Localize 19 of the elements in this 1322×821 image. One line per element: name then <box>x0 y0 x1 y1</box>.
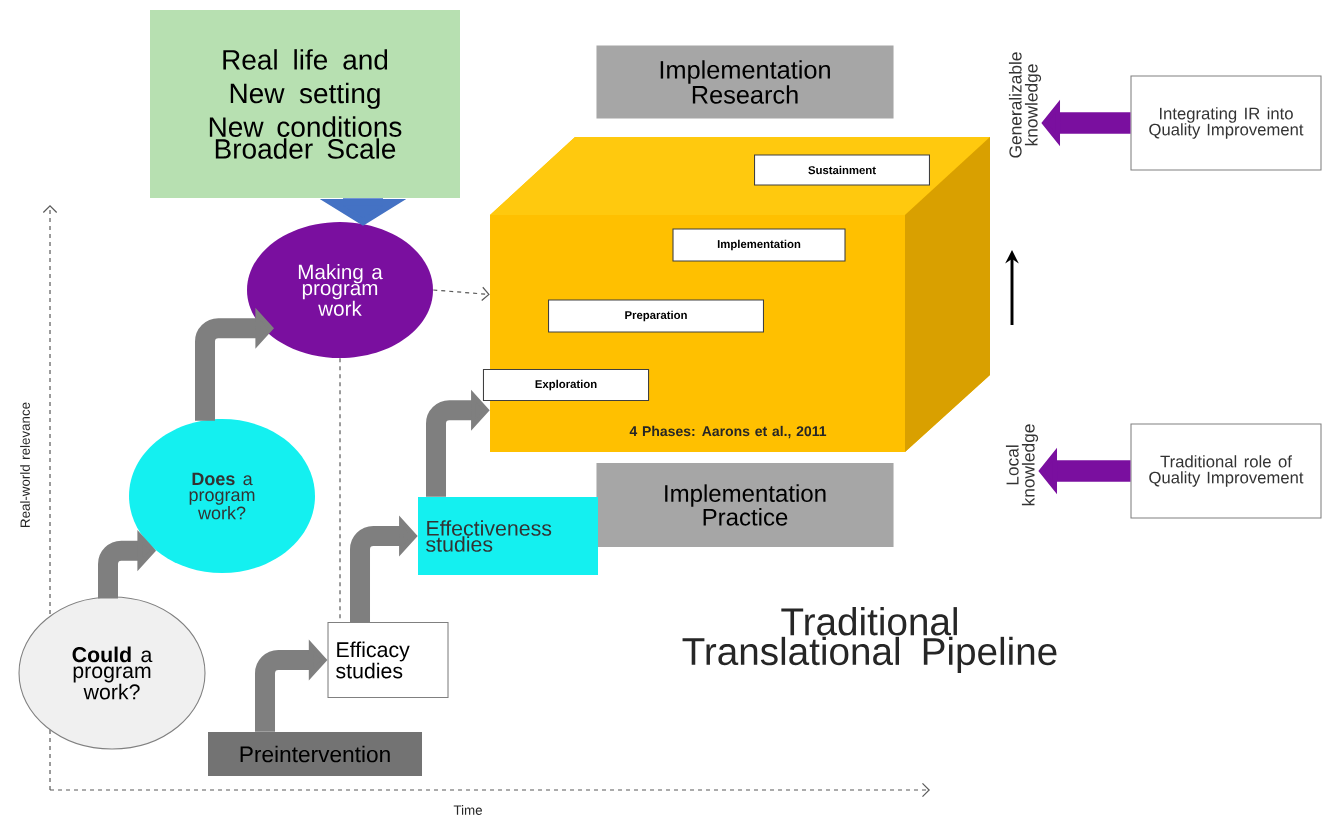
stage-box: Preintervention <box>208 732 422 776</box>
dashed-line <box>339 357 341 623</box>
phase-box: Implementation <box>672 228 846 262</box>
phase-box: Exploration <box>482 369 650 401</box>
practice-box: Implementation Practice <box>596 463 894 547</box>
phase-box: Sustainment <box>754 154 930 186</box>
title-text: Traditional Translational Pipeline <box>682 607 1057 673</box>
study-box: Efficacy studies <box>327 622 449 698</box>
axis-label: Time <box>453 805 482 815</box>
axis-text: Local knowledge <box>1005 424 1039 506</box>
axis-text: Generalizable knowledge <box>1008 52 1042 158</box>
research-box: Implementation Research <box>596 45 894 119</box>
phase-box: Preparation <box>548 299 764 333</box>
setting-box: Real life and New setting New conditions Broader Scale <box>150 10 460 198</box>
note-box: Integrating IR into Quality Improvement <box>1130 75 1322 171</box>
dashed-arrow <box>432 286 490 302</box>
note-box: Traditional role of Quality Improvement <box>1130 423 1322 519</box>
study-box: Effectiveness studies <box>418 497 598 575</box>
axis-label: Real-world relevance <box>20 402 30 527</box>
